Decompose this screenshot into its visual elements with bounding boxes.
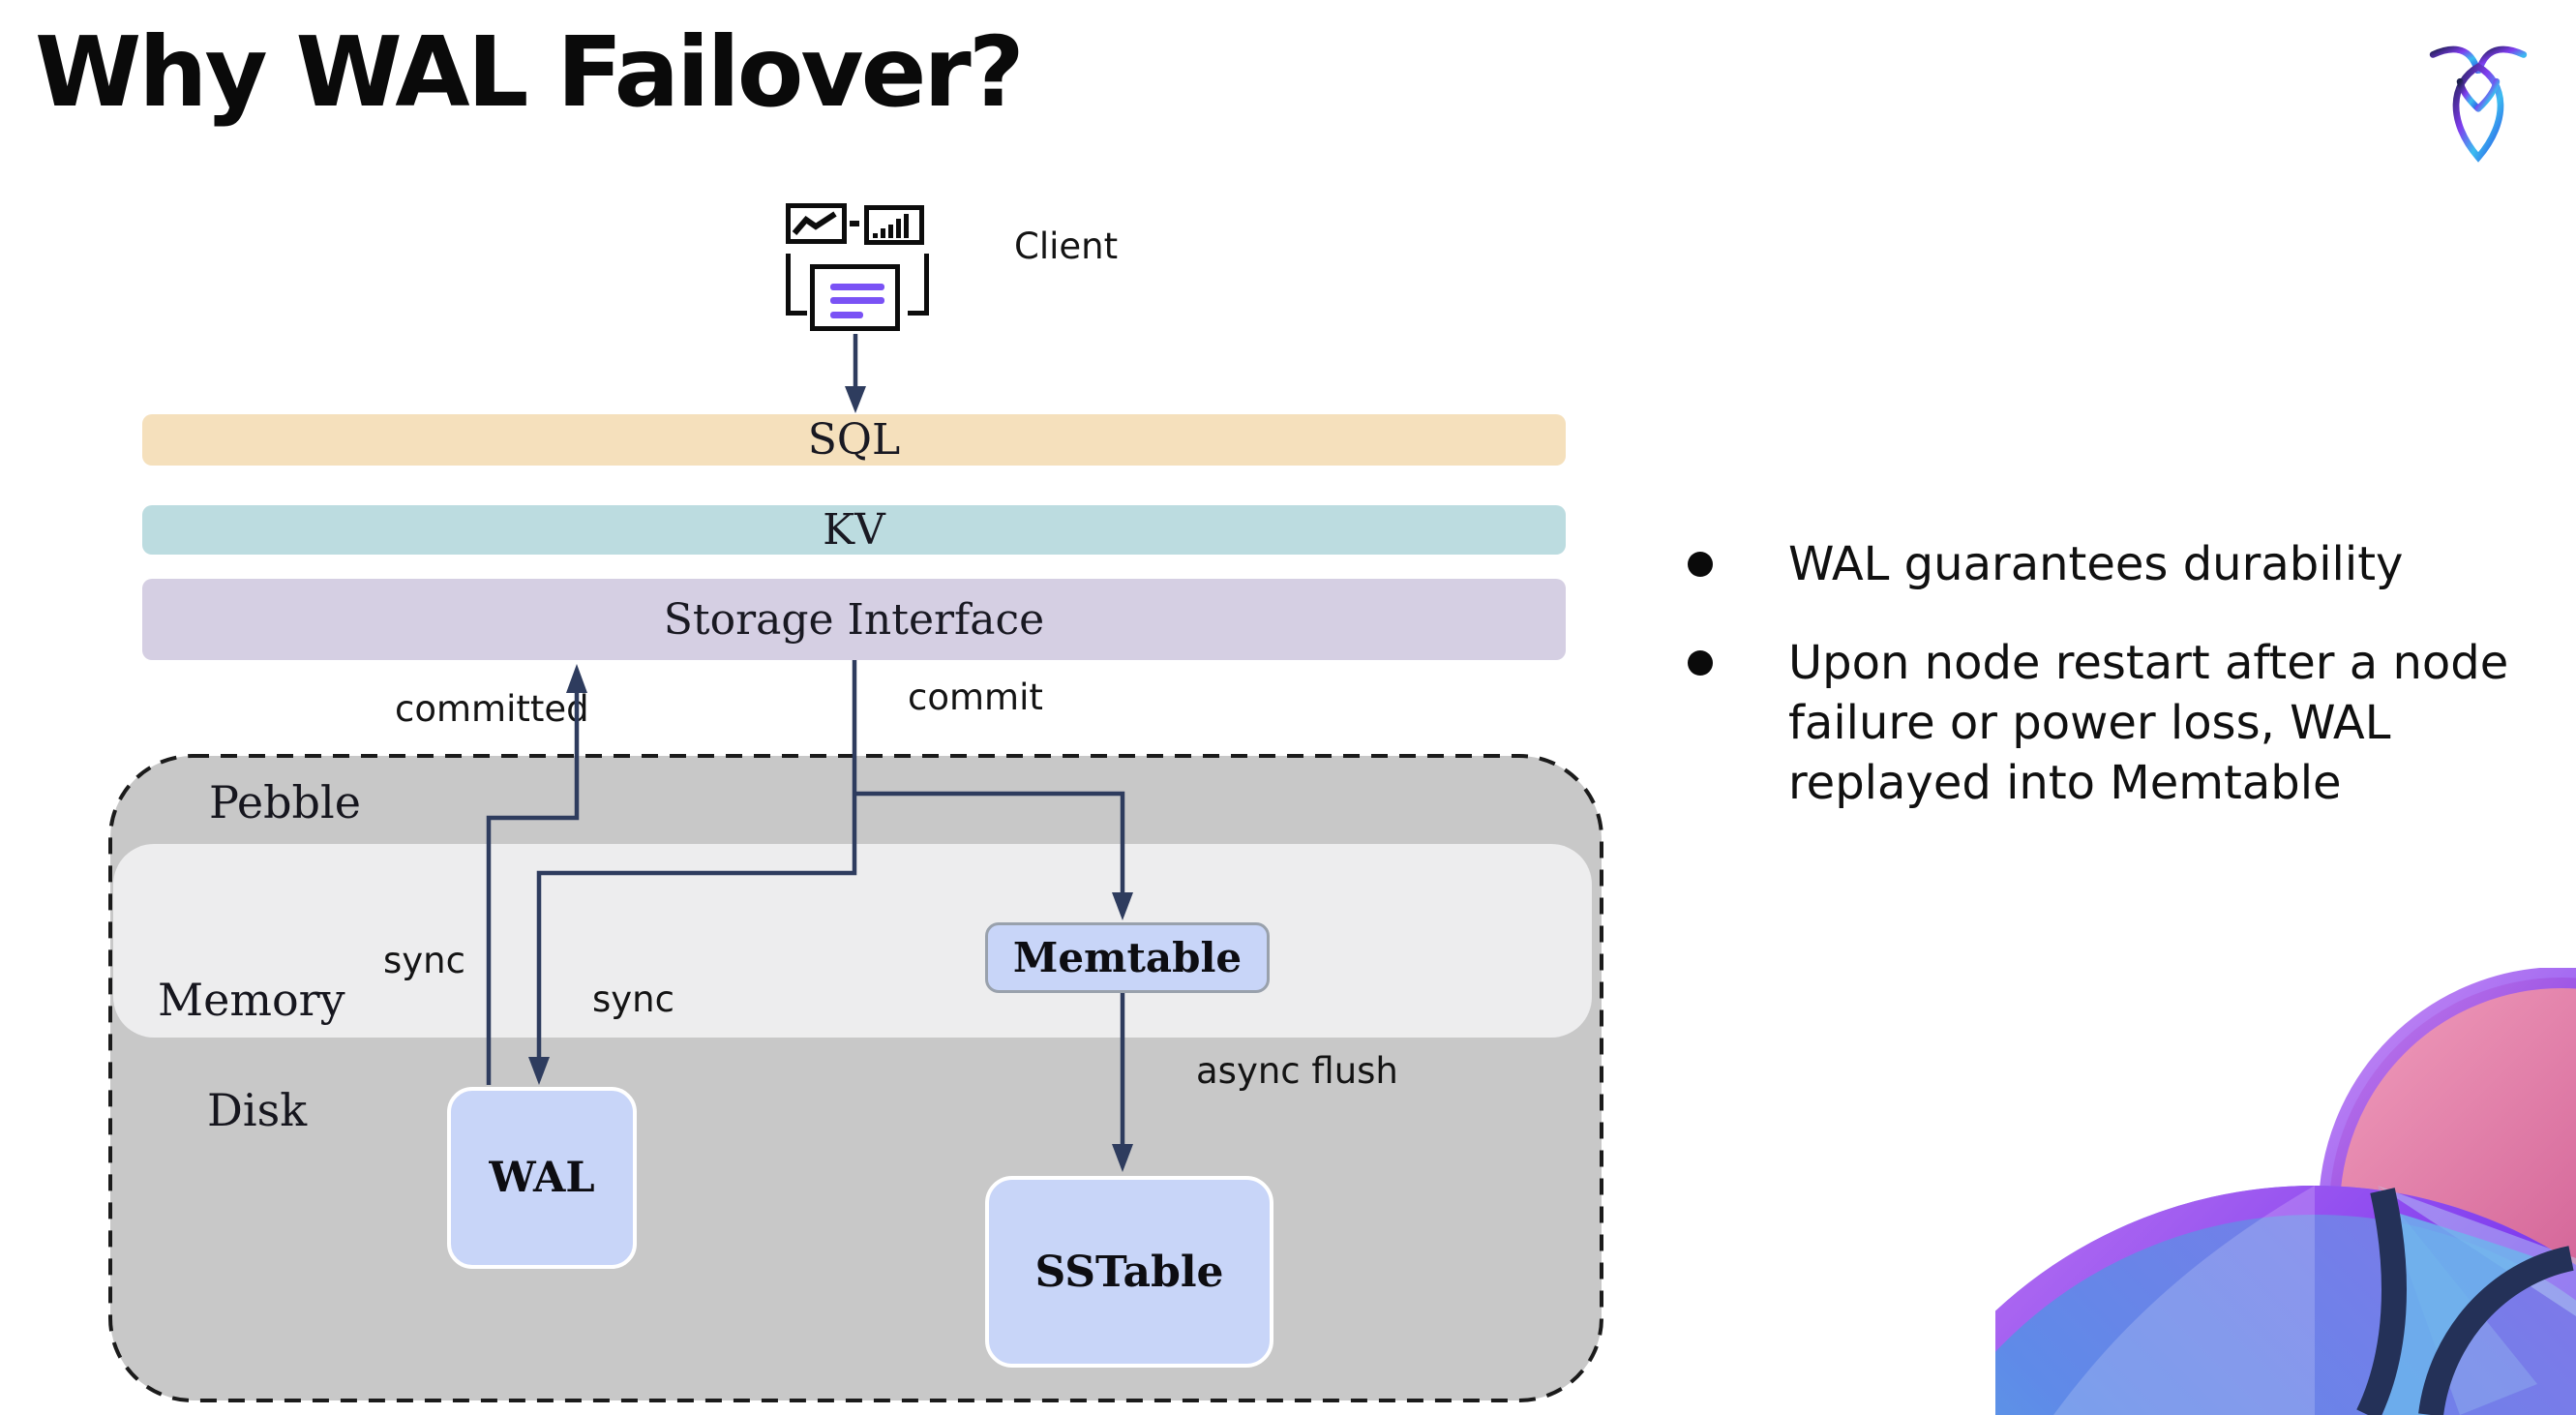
sstable-node-label: SSTable	[1034, 1247, 1224, 1297]
bar-chart-icon	[864, 205, 924, 245]
pebble-label: Pebble	[209, 776, 361, 828]
bullet-text: WAL guarantees durability	[1788, 537, 2404, 591]
memory-label: Memory	[158, 974, 345, 1026]
page-title: Why WAL Failover?	[35, 15, 1025, 129]
bracket-left	[786, 254, 807, 316]
layer-kv-label: KV	[823, 505, 885, 555]
document-icon	[810, 264, 900, 331]
edge-label-sync-left: sync	[383, 940, 465, 981]
brand-art-decoration	[1995, 968, 2576, 1415]
layer-storage-interface: Storage Interface	[142, 579, 1566, 660]
list-item: WAL guarantees durability	[1688, 534, 2539, 594]
client-terminal-icon	[784, 201, 931, 337]
disk-label: Disk	[207, 1084, 308, 1136]
memtable-node: Memtable	[985, 922, 1270, 993]
edge-label-async-flush: async flush	[1196, 1050, 1398, 1092]
layer-sql-label: SQL	[807, 415, 901, 465]
dash-connector	[850, 221, 859, 226]
memtable-node-label: Memtable	[1012, 934, 1243, 981]
edge-label-sync-right: sync	[592, 978, 674, 1020]
bullet-dot-icon	[1688, 650, 1713, 676]
wal-node: WAL	[447, 1087, 637, 1269]
cockroachdb-logo-icon	[2429, 45, 2528, 163]
layer-kv: KV	[142, 505, 1566, 555]
bullet-list: WAL guarantees durability Upon node rest…	[1688, 534, 2539, 813]
bullet-text: Upon node restart after a node failure o…	[1788, 636, 2509, 810]
edge-label-committed: committed	[395, 688, 589, 730]
wal-node-label: WAL	[489, 1154, 595, 1202]
sstable-node: SSTable	[985, 1176, 1273, 1368]
bracket-right	[908, 254, 929, 316]
edge-label-commit: commit	[908, 677, 1043, 718]
layer-sql: SQL	[142, 414, 1566, 466]
line-chart-icon	[786, 203, 847, 244]
bullet-dot-icon	[1688, 552, 1713, 577]
layer-storage-label: Storage Interface	[663, 594, 1045, 645]
client-label: Client	[1014, 226, 1119, 267]
list-item: Upon node restart after a node failure o…	[1688, 633, 2539, 813]
